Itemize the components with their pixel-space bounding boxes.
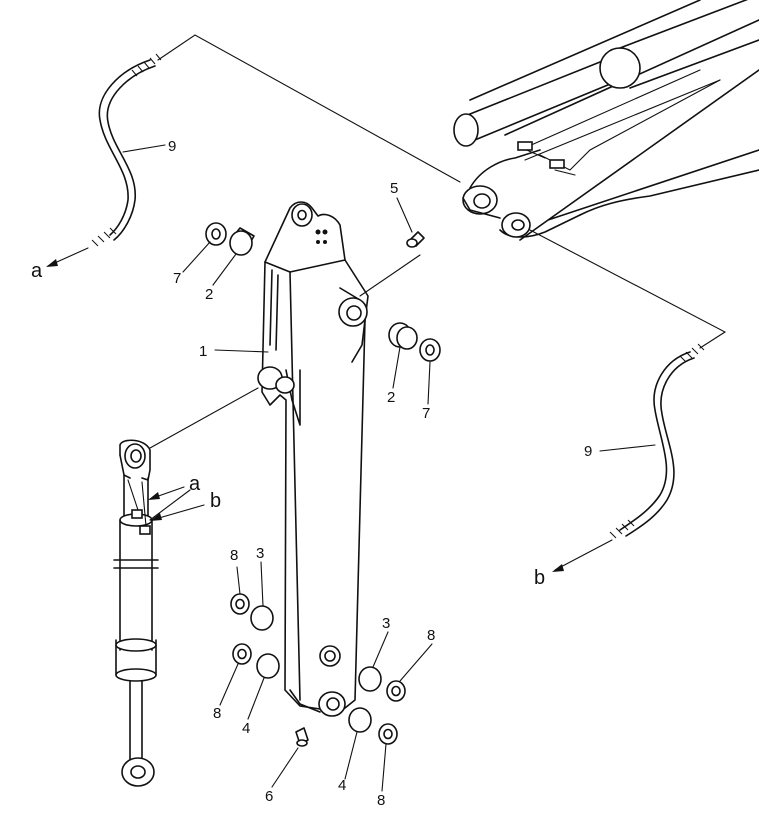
mark-a-cylinder: a bbox=[189, 473, 201, 495]
assembly-lines bbox=[149, 34, 727, 521]
callout-7-upper-left: 7 bbox=[173, 270, 181, 287]
callout-8-right: 8 bbox=[427, 627, 435, 644]
arm bbox=[257, 201, 369, 717]
callout-3-left: 3 bbox=[256, 545, 264, 562]
small-parts bbox=[205, 222, 441, 747]
callout-5: 5 bbox=[390, 180, 398, 197]
callout-8-lower-left: 8 bbox=[213, 705, 221, 722]
callout-9-left: 9 bbox=[168, 138, 176, 155]
callout-labels: 7 2 5 1 2 7 8 3 8 4 3 8 4 8 6 9 9 a b a … bbox=[31, 138, 592, 809]
callout-2-upper-left: 2 bbox=[205, 286, 213, 303]
mark-b-cylinder: b bbox=[210, 490, 221, 512]
hose-left bbox=[91, 53, 162, 247]
callout-1: 1 bbox=[199, 343, 207, 360]
callout-8-upper-left: 8 bbox=[230, 547, 238, 564]
callout-leaders bbox=[46, 144, 656, 792]
callout-8-bottom-right: 8 bbox=[377, 792, 385, 809]
boom-assembly bbox=[453, 0, 759, 241]
mark-a-hose: a bbox=[31, 260, 43, 282]
arm-cylinder bbox=[113, 439, 159, 787]
callout-2-upper-right: 2 bbox=[387, 389, 395, 406]
hose-right bbox=[609, 343, 705, 539]
callout-3-right: 3 bbox=[382, 615, 390, 632]
mark-b-hose: b bbox=[534, 567, 545, 589]
callout-9-right: 9 bbox=[584, 443, 592, 460]
callout-4-left: 4 bbox=[242, 720, 250, 737]
callout-7-upper-right: 7 bbox=[422, 405, 430, 422]
callout-6: 6 bbox=[265, 788, 273, 805]
callout-4-right: 4 bbox=[338, 777, 346, 794]
